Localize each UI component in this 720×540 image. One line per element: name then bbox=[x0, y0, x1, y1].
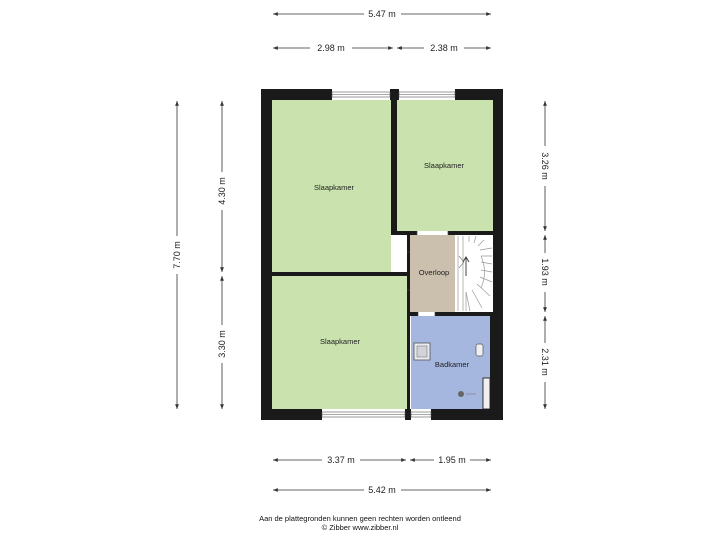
wall-top-middle bbox=[390, 89, 399, 100]
drain-icon bbox=[458, 391, 464, 397]
wall-bathroom-top bbox=[410, 312, 418, 316]
stairwell-floor bbox=[455, 235, 493, 312]
wall-bathroom-right bbox=[490, 316, 493, 409]
stair-direction-arrow bbox=[462, 256, 470, 276]
room-labels: Slaapkamer Slaapkamer Slaapkamer Overloo… bbox=[314, 161, 470, 369]
room-label-bedroom-2: Slaapkamer bbox=[320, 337, 361, 346]
dimension-labels: 5.47 m 2.98 m 2.38 m 3.37 m 1.95 m 5.42 … bbox=[172, 9, 550, 495]
stairs bbox=[457, 235, 493, 312]
room-label-bedroom-3: Slaapkamer bbox=[424, 161, 465, 170]
room-label-bathroom: Badkamer bbox=[435, 360, 470, 369]
dimension-lines bbox=[175, 12, 547, 492]
wall-bottom-middle bbox=[405, 409, 411, 420]
dim-left-upper: 4.30 m bbox=[217, 177, 227, 205]
wall-top-right bbox=[455, 89, 503, 100]
dim-bottom-left: 3.37 m bbox=[327, 455, 355, 465]
wall-vertical-upper bbox=[391, 100, 397, 235]
landing-floor bbox=[410, 235, 455, 312]
door-marks bbox=[407, 231, 449, 316]
toilet-icon bbox=[475, 343, 484, 357]
wall-right bbox=[493, 89, 503, 420]
wall-bedroom-divider bbox=[272, 272, 410, 276]
room-label-bedroom-1: Slaapkamer bbox=[314, 183, 355, 192]
copyright-text: © Zibber www.zibber.nl bbox=[321, 523, 399, 532]
disclaimer-text: Aan de plattegronden kunnen geen rechten… bbox=[259, 514, 461, 523]
wall-landing-left bbox=[407, 235, 410, 409]
windows bbox=[321, 91, 456, 418]
dim-right-lower: 2.31 m bbox=[540, 348, 550, 376]
bedroom-2-floor bbox=[272, 276, 407, 409]
bedroom-3-floor bbox=[397, 100, 493, 231]
dim-left-lower: 3.30 m bbox=[217, 330, 227, 358]
bathroom-floor bbox=[411, 316, 490, 409]
wall-bottom-right bbox=[431, 409, 503, 420]
wall-top-left bbox=[261, 89, 332, 100]
bedroom-1-floor bbox=[272, 100, 391, 272]
wall-bedroom3-bottom bbox=[397, 231, 417, 235]
dim-top-left: 2.98 m bbox=[317, 43, 345, 53]
dim-top-right: 2.38 m bbox=[430, 43, 458, 53]
dim-right-middle: 1.93 m bbox=[540, 258, 550, 286]
walls bbox=[261, 89, 503, 420]
dim-bottom-right: 1.95 m bbox=[438, 455, 466, 465]
wall-bottom-left bbox=[261, 409, 322, 420]
dim-bottom-total: 5.42 m bbox=[368, 485, 396, 495]
room-label-landing: Overloop bbox=[419, 268, 449, 277]
dim-right-upper: 3.26 m bbox=[540, 152, 550, 180]
dim-left-total: 7.70 m bbox=[172, 241, 182, 269]
rooms bbox=[272, 100, 493, 409]
shower-area bbox=[482, 377, 491, 410]
wall-left bbox=[261, 89, 272, 420]
dim-top-total: 5.47 m bbox=[368, 9, 396, 19]
